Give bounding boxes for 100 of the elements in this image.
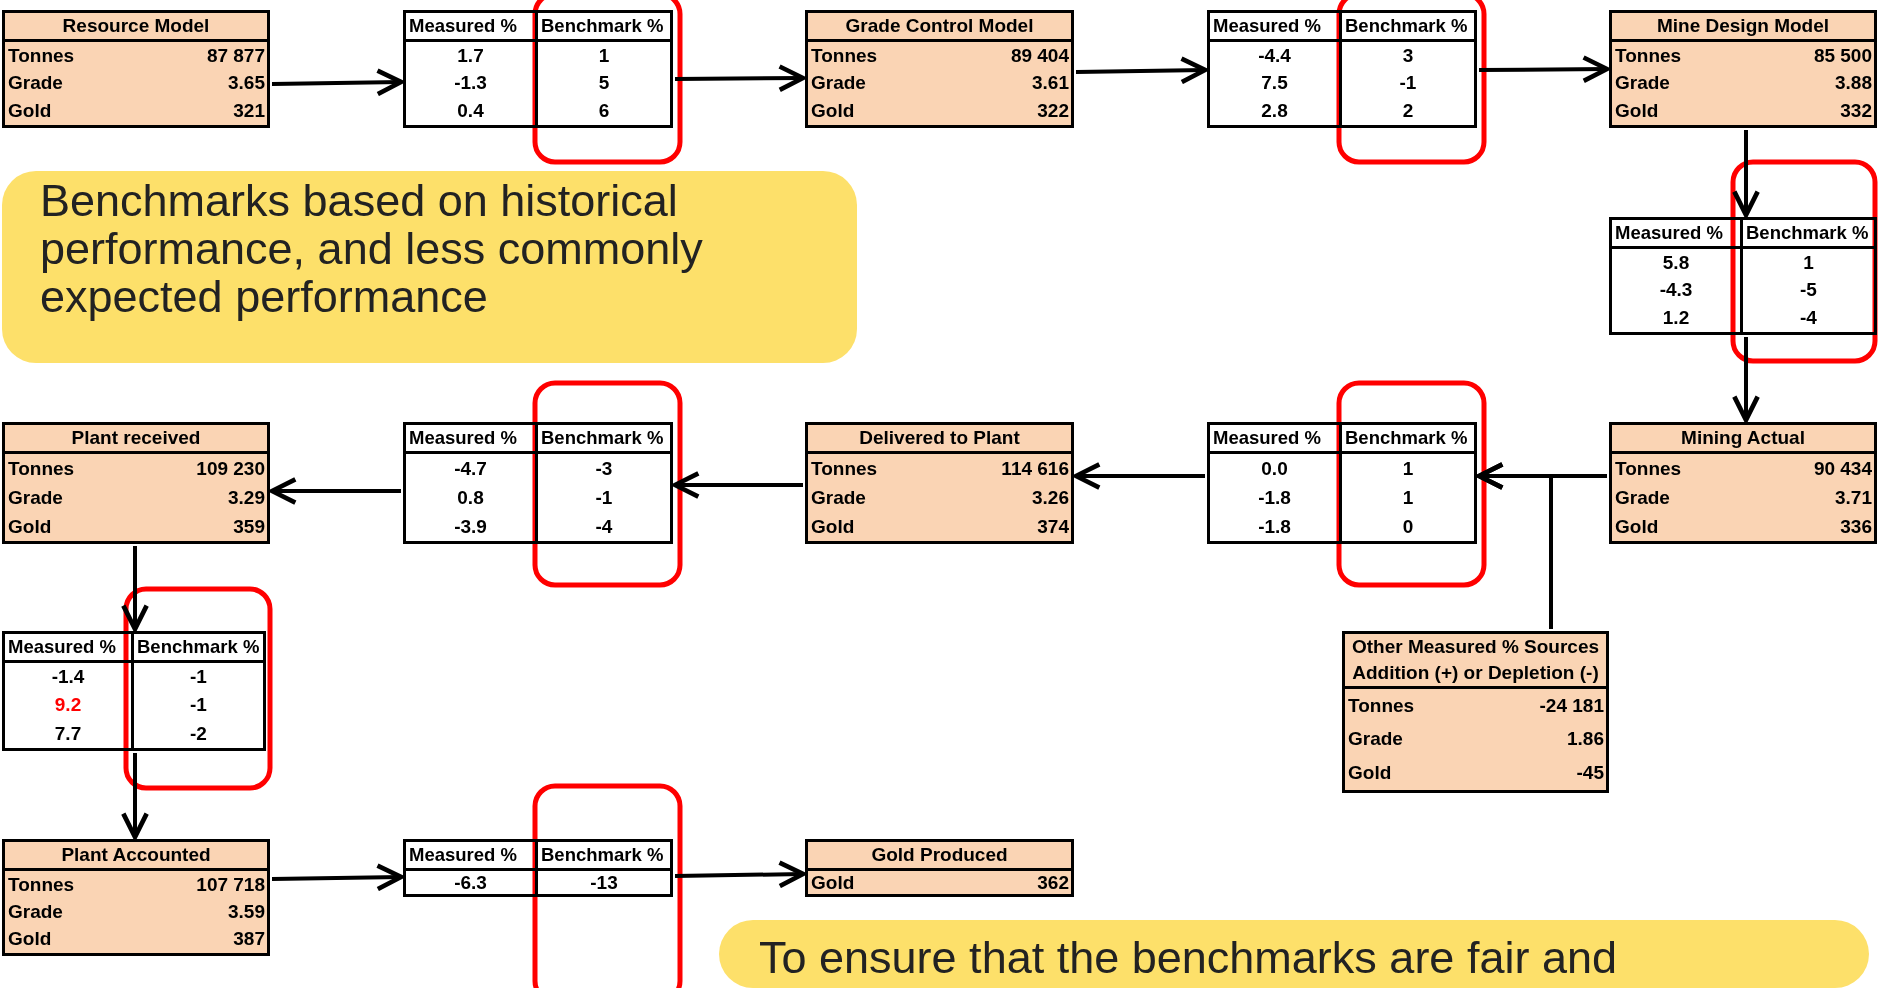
column-header: Benchmark % — [540, 843, 665, 867]
row-label: Gold — [7, 515, 53, 538]
table-heading: Plant received — [5, 425, 267, 454]
data-table — [403, 839, 673, 897]
cell-value: 362 — [1037, 871, 1070, 894]
data-table — [2, 839, 270, 956]
arrow — [1732, 337, 1760, 423]
table-heading: Resource Model — [5, 13, 267, 42]
data-table — [403, 422, 673, 544]
cell-value: -4.4 — [1210, 42, 1342, 70]
cell-value: 1.86 — [1566, 728, 1605, 751]
column-header: Measured % — [406, 842, 538, 868]
arrow — [1476, 462, 1553, 629]
row-label: Gold — [1614, 515, 1660, 538]
cell-value: 321 — [232, 100, 266, 123]
cell-value: 1 — [597, 43, 611, 68]
cell-value: 1 — [1401, 456, 1415, 481]
table-heading: Grade Control Model — [808, 13, 1071, 42]
cell-value: -45 — [1575, 762, 1605, 785]
data-table — [1609, 10, 1877, 128]
cell-value: -13 — [589, 871, 619, 894]
column-header: Measured % — [5, 634, 134, 660]
table-heading: Delivered to Plant — [808, 425, 1071, 454]
arrow — [672, 471, 803, 499]
cell-value: 3.59 — [227, 901, 266, 923]
cell-value: 3.26 — [1031, 486, 1070, 509]
row-label: Tonnes — [810, 457, 879, 480]
column-header: Benchmark % — [540, 14, 665, 38]
cell-value: 6 — [597, 99, 611, 124]
callout-box — [2, 171, 857, 363]
data-table — [805, 10, 1074, 128]
cell-value: -1 — [594, 485, 614, 510]
cell-value: 89 404 — [1010, 44, 1070, 67]
column-header: Measured % — [1210, 13, 1342, 39]
column-header: Benchmark % — [1344, 14, 1469, 38]
row-label: Grade — [1614, 72, 1671, 95]
cell-value: -1.8 — [1210, 512, 1342, 541]
cell-value: 3.29 — [227, 486, 266, 509]
cell-value: -5 — [1799, 278, 1818, 303]
cell-value: 114 616 — [1001, 457, 1070, 480]
cell-value: 0.8 — [406, 483, 538, 512]
row-label: Tonnes — [7, 44, 76, 67]
callout-text: To ensure that the benchmarks are fair and — [759, 934, 1618, 982]
cell-value: 387 — [232, 928, 266, 951]
arrow — [675, 64, 806, 93]
data-table — [805, 422, 1074, 544]
cell-value: 332 — [1839, 100, 1873, 123]
row-label: Gold — [810, 871, 856, 894]
arrow — [269, 477, 401, 505]
cell-value: -1 — [1398, 71, 1418, 96]
table-heading: Gold Produced — [808, 842, 1071, 871]
row-label: Tonnes — [1614, 457, 1683, 480]
row-label: Gold — [810, 100, 856, 123]
row-label: Grade — [1347, 728, 1404, 751]
data-table — [1609, 422, 1877, 544]
data-table — [1207, 422, 1477, 544]
row-label: Gold — [1347, 762, 1393, 785]
cell-value: 3.61 — [1031, 72, 1070, 95]
data-table — [2, 10, 270, 128]
row-label: Grade — [7, 901, 64, 923]
cell-value: -1 — [189, 693, 208, 718]
cell-value: 9.2 — [5, 691, 134, 720]
arrow — [121, 546, 149, 632]
data-table — [1207, 10, 1477, 128]
cell-value: 322 — [1036, 100, 1070, 123]
row-label: Gold — [7, 928, 53, 951]
arrow — [121, 753, 149, 840]
data-table — [2, 631, 266, 751]
data-table — [2, 422, 270, 544]
row-label: Grade — [1614, 486, 1671, 509]
column-header: Measured % — [1612, 220, 1743, 246]
row-label: Gold — [810, 515, 856, 538]
arrow — [1075, 56, 1208, 85]
column-header: Benchmark % — [1344, 426, 1469, 450]
row-label: Tonnes — [1614, 44, 1683, 67]
cell-value: 0.4 — [406, 97, 538, 125]
cell-value: -1.8 — [1210, 483, 1342, 512]
cell-value: -6.3 — [406, 871, 538, 894]
data-table — [805, 839, 1074, 897]
arrow — [674, 860, 806, 889]
cell-value: 3.71 — [1834, 486, 1873, 509]
cell-value: 90 434 — [1813, 457, 1873, 480]
arrow — [271, 68, 404, 97]
data-table — [1609, 217, 1877, 335]
row-label: Tonnes — [1347, 694, 1416, 717]
arrow — [1479, 55, 1610, 84]
row-label: Grade — [7, 486, 64, 509]
data-table — [1342, 631, 1609, 793]
cell-value: 3.88 — [1834, 72, 1873, 95]
cell-value: 85 500 — [1813, 44, 1873, 67]
table-heading: Other Measured % Sources — [1350, 635, 1601, 659]
row-label: Grade — [7, 72, 64, 95]
data-table — [403, 10, 673, 128]
cell-value: 2.8 — [1210, 97, 1342, 125]
table-heading: Mine Design Model — [1612, 13, 1874, 42]
table-heading: Plant Accounted — [5, 842, 267, 871]
cell-value: -1.4 — [5, 663, 134, 692]
cell-value: 3 — [1401, 43, 1415, 68]
row-label: Gold — [7, 100, 53, 123]
cell-value: -1 — [189, 665, 208, 690]
